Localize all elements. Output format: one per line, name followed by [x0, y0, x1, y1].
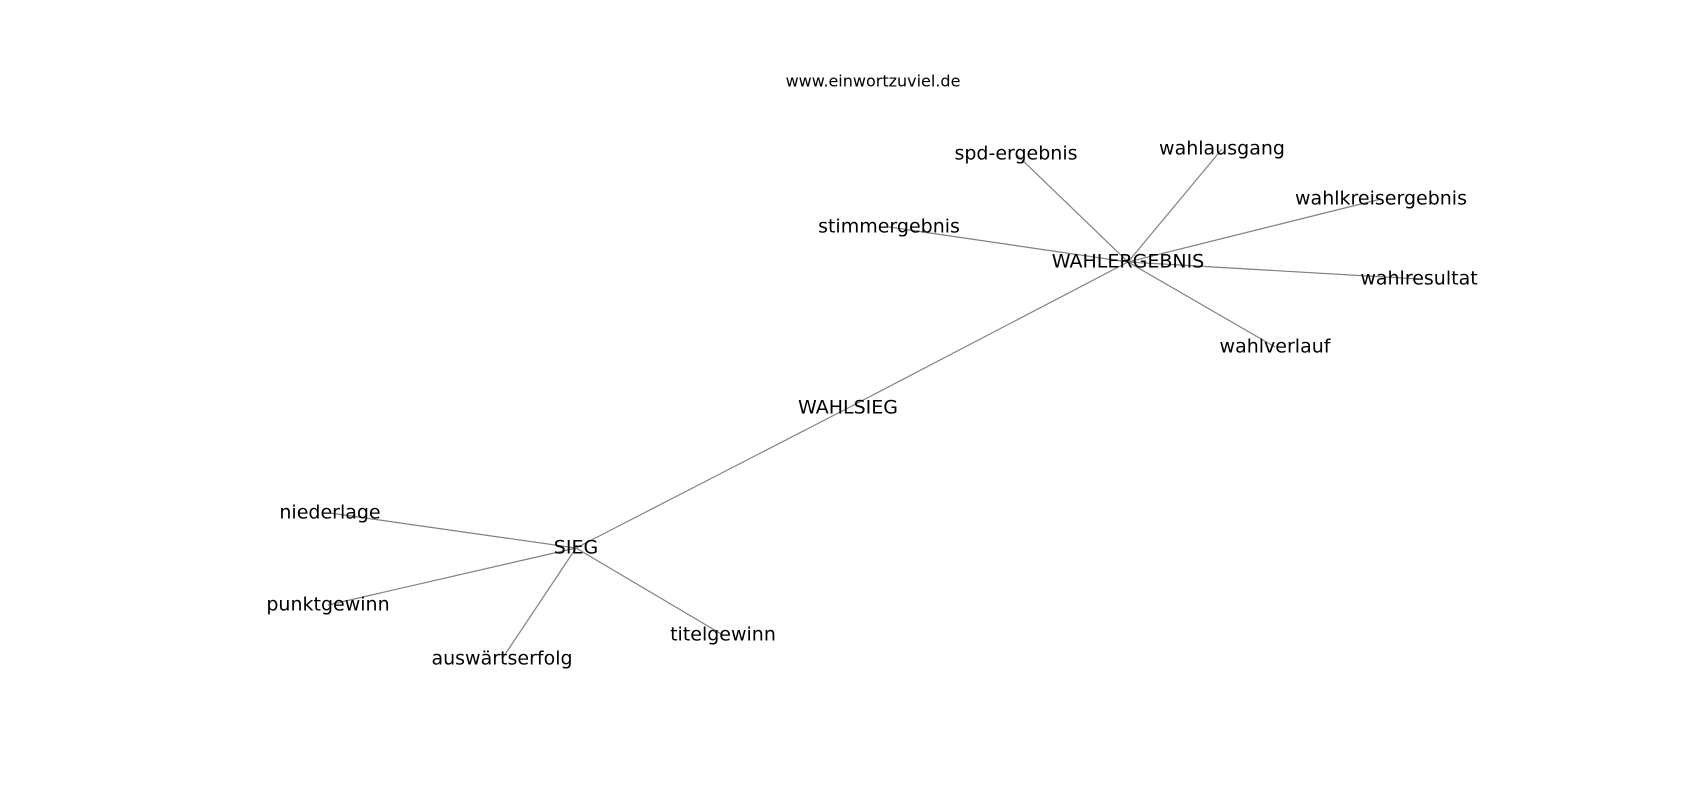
node-wahlsieg: WAHLSIEG	[798, 397, 898, 419]
edge-sieg-auswaertserfolg	[501, 547, 577, 660]
node-wahlresultat: wahlresultat	[1360, 268, 1477, 290]
node-auswaertserfolg: auswärtserfolg	[431, 648, 572, 670]
edge-wahlsieg-sieg	[575, 407, 849, 549]
node-stimmergebnis: stimmergebnis	[818, 216, 960, 238]
edge-sieg-titelgewinn	[575, 547, 724, 636]
edge-wahlergebnis-wahlkreisergebnis	[1127, 198, 1382, 263]
edge-wahlergebnis-stimmergebnis	[888, 226, 1129, 263]
node-spd-ergebnis: spd-ergebnis	[954, 143, 1077, 165]
edge-wahlergebnis-wahlresultat	[1127, 261, 1420, 280]
edge-sieg-punktgewinn	[327, 547, 577, 606]
nodes-layer: WAHLSIEG WAHLERGEBNIS SIEG spd-ergebnis wahl…	[266, 138, 1477, 670]
edges-layer	[327, 148, 1420, 660]
node-niederlage: niederlage	[279, 502, 380, 524]
edge-wahlergebnis-wahlverlauf	[1127, 261, 1276, 348]
node-wahlausgang: wahlausgang	[1159, 138, 1285, 160]
node-wahlkreisergebnis: wahlkreisergebnis	[1295, 188, 1467, 210]
watermark-text: www.einwortzuviel.de	[786, 72, 961, 91]
node-wahlergebnis: WAHLERGEBNIS	[1052, 251, 1204, 273]
node-titelgewinn: titelgewinn	[670, 624, 776, 646]
node-wahlverlauf: wahlverlauf	[1220, 336, 1332, 358]
edge-wahlsieg-wahlergebnis	[847, 261, 1129, 409]
node-punktgewinn: punktgewinn	[266, 594, 389, 616]
edge-wahlergebnis-spd-ergebnis	[1015, 153, 1129, 263]
node-sieg: SIEG	[554, 537, 598, 559]
edge-sieg-niederlage	[329, 512, 577, 549]
edge-wahlergebnis-wahlausgang	[1127, 148, 1223, 263]
